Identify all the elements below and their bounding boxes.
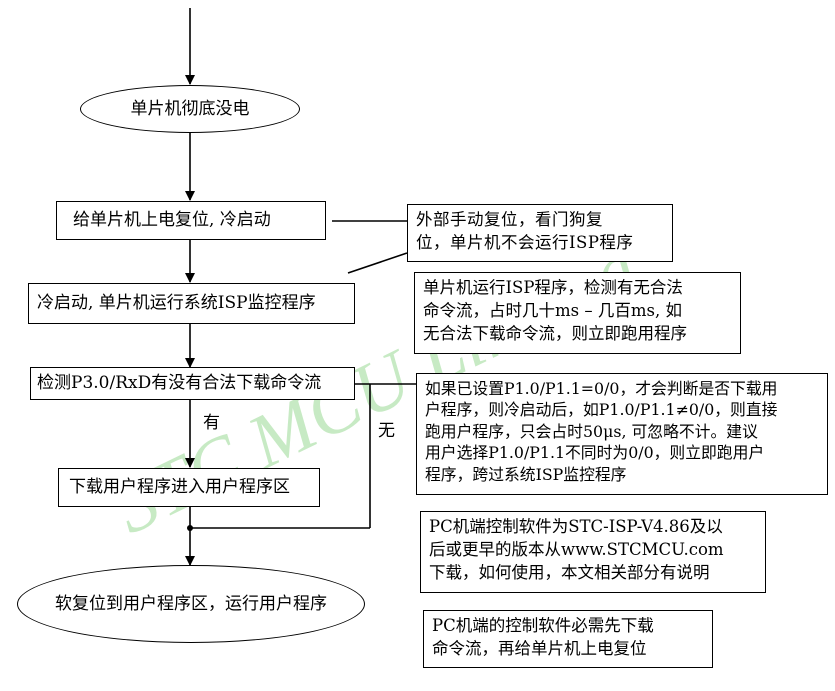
step-power-on: 给单片机上电复位, 冷启动 — [56, 201, 326, 240]
step-cold-start: 冷启动, 单片机运行系统ISP监控程序 — [28, 283, 355, 324]
note-isp-check-line: 命令流，占时几十ms – 几百ms, 如 — [423, 300, 682, 320]
start-node-label: 单片机彻底没电 — [130, 98, 250, 119]
note-isp-check: 单片机运行ISP程序，检测有无合法 命令流，占时几十ms – 几百ms, 如 无… — [414, 272, 741, 354]
note-pc-first-line: PC机端的控制软件必需先下载 — [432, 616, 654, 635]
note-p1-setting-line: 程序，跨过系统ISP监控程序 — [425, 464, 627, 484]
note-p1-setting: 如果已设置P1.0/P1.1=0/0，才会判断是否下载用 户程序，则冷启动后，如… — [416, 373, 828, 495]
end-node: 软复位到用户程序区，运行用户程序 — [17, 565, 365, 643]
note-pc-first: PC机端的控制软件必需先下载 命令流，再给单片机上电复位 — [423, 610, 713, 668]
step-detect: 检测P3.0/RxD有没有合法下载命令流 — [30, 367, 355, 400]
note-p1-setting-line: 户程序，则冷启动后，如P1.0/P1.1≠0/0，则直接 — [425, 400, 778, 420]
step-cold-start-label: 冷启动, 单片机运行系统ISP监控程序 — [37, 293, 316, 314]
branch-no-label: 无 — [378, 421, 395, 441]
note-pc-software-line: 后或更早的版本从www.STCMCU.com — [429, 539, 724, 559]
note-p1-setting-line: 跑用户程序，只会占时50μs, 可忽略不计。建议 — [425, 421, 758, 441]
note-pc-software: PC机端控制软件为STC-ISP-V4.86及以 后或更早的版本从www.STC… — [420, 511, 766, 593]
note-manual-reset: 外部手动复位，看门狗复 位，单片机不会运行ISP程序 — [407, 204, 673, 262]
step-detect-label: 检测P3.0/RxD有没有合法下载命令流 — [37, 373, 322, 394]
start-node: 单片机彻底没电 — [80, 85, 300, 133]
note-isp-check-line: 单片机运行ISP程序，检测有无合法 — [423, 278, 683, 297]
note-pc-software-line: PC机端控制软件为STC-ISP-V4.86及以 — [429, 517, 723, 536]
note-isp-check-line: 无合法下载命令流，则立即跑用程序 — [423, 323, 687, 343]
note-manual-reset-line: 外部手动复位，看门狗复 — [416, 210, 603, 229]
end-node-label: 软复位到用户程序区，运行用户程序 — [55, 593, 327, 614]
note-manual-reset-line: 位，单片机不会运行ISP程序 — [416, 232, 634, 252]
branch-yes-label: 有 — [203, 413, 220, 433]
note-p1-setting-line: 如果已设置P1.0/P1.1=0/0，才会判断是否下载用 — [425, 379, 778, 398]
note-pc-first-line: 命令流，再给单片机上电复位 — [432, 638, 647, 658]
step-download-label: 下载用户程序进入用户程序区 — [69, 477, 290, 498]
step-power-on-label: 给单片机上电复位, 冷启动 — [73, 210, 271, 231]
note-pc-software-line: 下载，如何使用，本文相关部分有说明 — [429, 562, 710, 582]
note-p1-setting-line: 用户选择P1.0/P1.1不同时为0/0，则立即跑用户 — [425, 443, 765, 463]
step-download: 下载用户程序进入用户程序区 — [58, 468, 320, 507]
